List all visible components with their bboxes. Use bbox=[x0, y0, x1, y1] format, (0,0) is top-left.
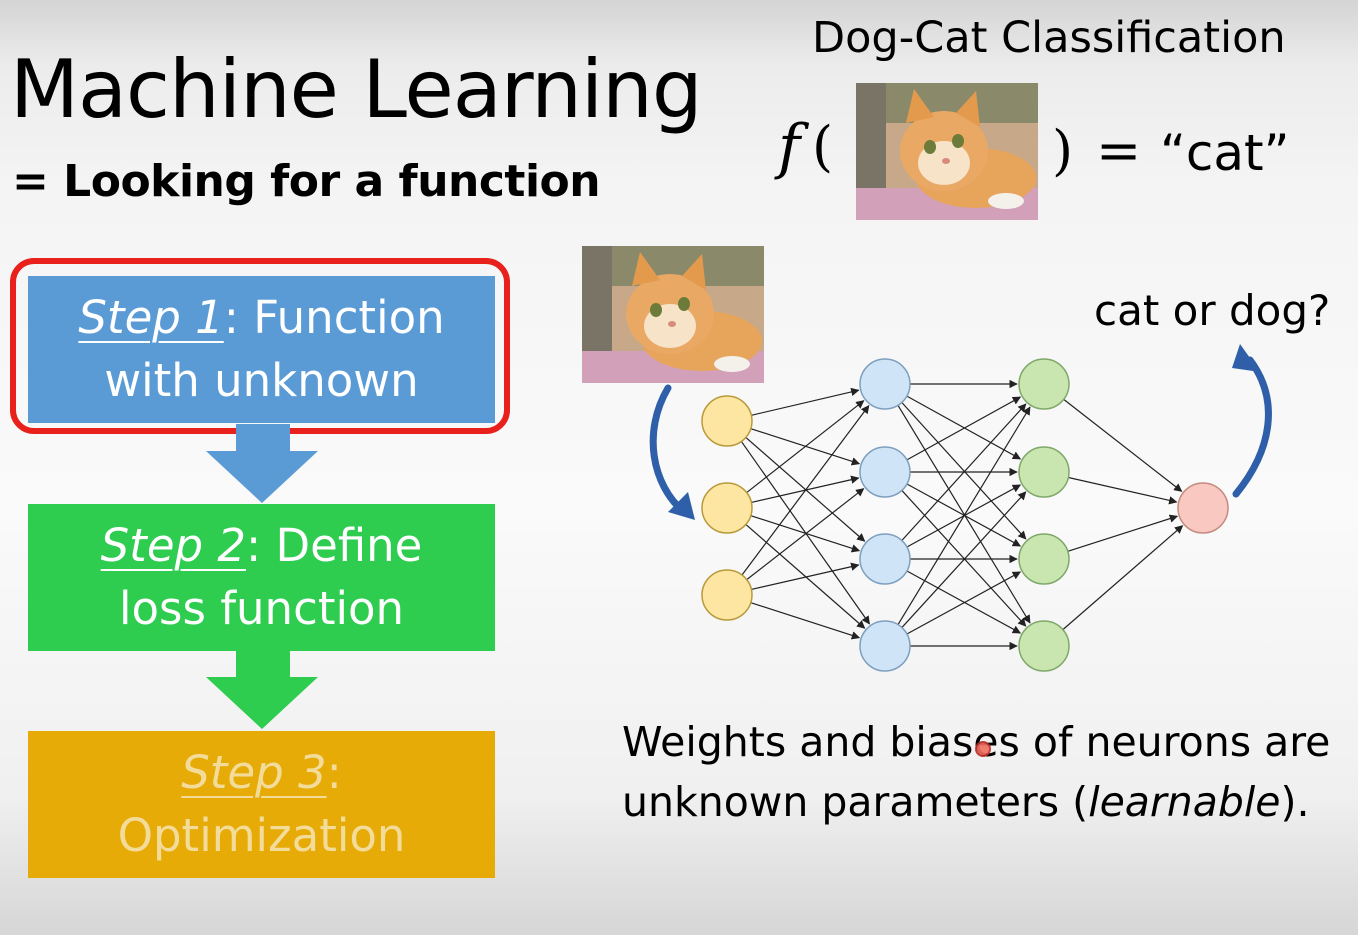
note-line-2-prefix: unknown parameters ( bbox=[622, 778, 1089, 826]
edge-l1-1-l2-3 bbox=[901, 490, 1027, 627]
edge-l2-3-l3-0 bbox=[1062, 525, 1184, 631]
laser-pointer-dot bbox=[975, 741, 991, 757]
step-2-to-3-arrow bbox=[206, 651, 318, 729]
neuron-output-1 bbox=[1177, 482, 1229, 534]
edge-l0-2-l1-0 bbox=[741, 404, 870, 576]
edge-l0-0-l1-0 bbox=[751, 387, 860, 416]
edge-l0-2-l1-1 bbox=[746, 488, 865, 581]
edge-l1-2-l2-3 bbox=[906, 570, 1022, 634]
input-curved-arrow bbox=[649, 384, 688, 516]
note-line-2: unknown parameters (learnable). bbox=[622, 772, 1330, 832]
neuron-hidden-1-3 bbox=[859, 533, 911, 585]
neuron-hidden-2-4 bbox=[1018, 620, 1070, 672]
step-3-line2: Optimization bbox=[117, 809, 406, 862]
cat-photo-function-input bbox=[856, 83, 1038, 220]
edge-l0-1-l1-2 bbox=[750, 515, 861, 553]
output-label: cat or dog? bbox=[1094, 286, 1331, 335]
edge-l1-0-l2-2 bbox=[901, 402, 1027, 540]
step-2-box: Step 2: Define loss function bbox=[28, 504, 495, 651]
neuron-hidden-2-3 bbox=[1018, 533, 1070, 585]
step-1-box: Step 1: Function with unknown bbox=[28, 276, 495, 423]
input-arrowhead bbox=[668, 492, 695, 520]
step-1-to-2-arrow bbox=[206, 424, 318, 503]
edge-l0-1-l1-0 bbox=[746, 400, 865, 494]
edge-l1-3-l2-2 bbox=[906, 571, 1022, 635]
neuron-input-3 bbox=[701, 569, 753, 621]
edge-l1-0-l2-1 bbox=[906, 395, 1022, 460]
edge-l1-3-l2-1 bbox=[901, 491, 1027, 628]
step-2-rest: : Define bbox=[246, 519, 423, 572]
edge-l1-1-l2-0 bbox=[906, 396, 1022, 461]
edge-l2-2-l3-0 bbox=[1067, 514, 1179, 552]
neuron-hidden-1-1 bbox=[859, 358, 911, 410]
edge-l1-1-l2-2 bbox=[906, 483, 1022, 547]
note-line-1: Weights and biases of neurons are bbox=[622, 718, 1331, 766]
output-arrowhead bbox=[1232, 344, 1260, 372]
parameters-note: Weights and biases of neurons are unknow… bbox=[622, 712, 1330, 832]
neuron-hidden-1-2 bbox=[859, 446, 911, 498]
example-title: Dog-Cat Classification bbox=[812, 13, 1286, 63]
edge-l0-1-l1-3 bbox=[745, 523, 866, 629]
step-3-box: Step 3: Optimization bbox=[28, 731, 495, 878]
open-paren: ( bbox=[812, 115, 834, 178]
equals-sign: = bbox=[1096, 119, 1142, 182]
edge-l0-2-l1-2 bbox=[751, 562, 860, 591]
function-symbol: f bbox=[778, 112, 801, 182]
cat-photo-network-input bbox=[582, 246, 764, 383]
note-line-2-suffix: ). bbox=[1280, 778, 1310, 826]
edge-l2-1-l3-0 bbox=[1068, 476, 1178, 505]
note-italic: learnable bbox=[1088, 778, 1281, 826]
step-3-label: Step 3 bbox=[181, 746, 327, 799]
output-curved-arrow bbox=[1232, 356, 1272, 498]
close-paren: ) bbox=[1052, 119, 1074, 182]
edge-l0-0-l1-3 bbox=[740, 441, 870, 625]
step-1-label: Step 1 bbox=[78, 291, 224, 344]
neuron-input-1 bbox=[701, 395, 753, 447]
edge-l1-2-l2-0 bbox=[901, 403, 1027, 541]
step-2-line2: loss function bbox=[118, 582, 405, 635]
edge-l2-0-l3-0 bbox=[1063, 398, 1183, 492]
step-1-rest: : Function bbox=[223, 291, 445, 344]
slide-subtitle: = Looking for a function bbox=[12, 156, 601, 207]
step-2-label: Step 2 bbox=[100, 519, 247, 572]
neuron-hidden-2-1 bbox=[1018, 358, 1070, 410]
step-1-line2: with unknown bbox=[104, 354, 419, 407]
edge-l1-0-l2-3 bbox=[897, 405, 1031, 624]
edge-l1-3-l2-0 bbox=[897, 406, 1031, 625]
function-result: “cat” bbox=[1160, 124, 1290, 182]
edge-l0-2-l1-3 bbox=[750, 602, 861, 640]
slide-title: Machine Learning bbox=[10, 43, 703, 136]
neuron-input-2 bbox=[701, 482, 753, 534]
step-3-rest: : bbox=[326, 746, 342, 799]
neuron-hidden-1-4 bbox=[859, 620, 911, 672]
edge-l0-0-l1-2 bbox=[745, 436, 866, 542]
neuron-hidden-2-2 bbox=[1018, 446, 1070, 498]
